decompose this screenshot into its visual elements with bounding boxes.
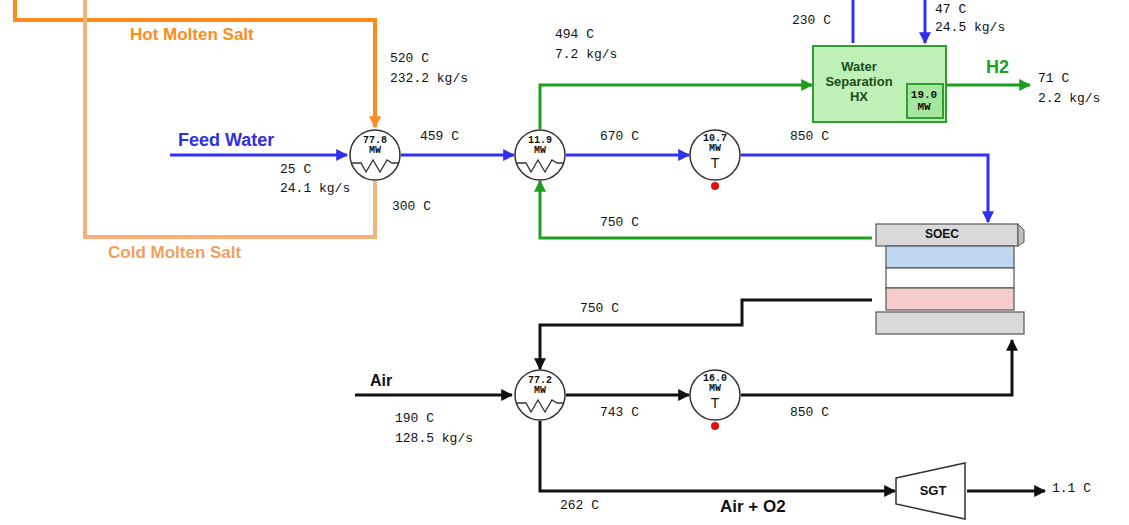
node-text: 10.7 MW xyxy=(700,134,730,154)
stack-layer xyxy=(886,246,1014,268)
exchanger-circle xyxy=(690,370,740,420)
stack-plate-side xyxy=(1018,224,1024,246)
stream-temperature: 750 C xyxy=(580,302,619,317)
stream-connector xyxy=(540,181,872,238)
stream-connector xyxy=(540,85,812,129)
stack-layer xyxy=(876,312,1024,334)
node-text: 77.2 MW xyxy=(525,376,555,396)
exchanger-zigzag xyxy=(516,400,564,412)
feed-water-line xyxy=(170,154,347,157)
stream-name: Air xyxy=(370,372,392,390)
stream-name: Cold Molten Salt xyxy=(108,243,241,263)
heat-exchanger: 77.2 MW xyxy=(514,369,566,421)
stream-name: Air + O2 xyxy=(720,497,786,517)
stream-value: 7.2 kg/s xyxy=(555,48,617,63)
stream-connector xyxy=(540,421,895,491)
stream-name: Feed Water xyxy=(178,130,274,151)
stream-value: 71 C xyxy=(1038,72,1069,87)
gas-turbine: SGT xyxy=(895,462,967,520)
heat-exchanger: 11.9 MW xyxy=(514,129,566,181)
node-text: 16.0 MW xyxy=(700,374,730,394)
stream-value: 25 C xyxy=(280,163,311,178)
stream-value: 24.5 kg/s xyxy=(935,21,1005,36)
stream-connector xyxy=(566,394,689,397)
exchanger-circle xyxy=(515,130,565,180)
node-text: 11.9 MW xyxy=(525,136,555,156)
node-text: Water Separation HX xyxy=(816,59,902,104)
soec-stack: SOEC xyxy=(872,222,1027,340)
turbine-outline xyxy=(896,463,965,519)
stream-name: Hot Molten Salt xyxy=(130,25,254,45)
box-outline xyxy=(813,46,946,122)
stream-value: 520 C xyxy=(390,52,429,67)
stream-temperature: 850 C xyxy=(790,406,829,421)
stream-connector xyxy=(540,300,872,369)
cold-salt-line xyxy=(85,0,375,237)
exhaust-line xyxy=(967,490,1045,493)
heat-exchanger: 77.8 MW xyxy=(349,129,401,181)
air-inlet-line xyxy=(355,394,512,397)
node-text: T xyxy=(689,156,741,170)
exchanger-circle xyxy=(350,130,400,180)
stream-temperature: 262 C xyxy=(560,499,599,514)
stream-value: 190 C xyxy=(395,412,434,427)
stream-value: 230 C xyxy=(792,14,831,29)
stream-temperature: 850 C xyxy=(790,130,829,145)
electric-heater: 16.0 MW T xyxy=(689,369,741,421)
heater-indicator-dot xyxy=(711,422,719,430)
electric-heater: 10.7 MW T xyxy=(689,129,741,181)
stack-layer xyxy=(886,268,1014,288)
exchanger-circle xyxy=(690,130,740,180)
stream-connector xyxy=(566,154,689,157)
box-outline xyxy=(907,84,943,118)
water-inlet-line xyxy=(924,0,927,43)
stream-connector xyxy=(741,340,1012,395)
node-text: 19.0 MW xyxy=(907,89,941,113)
stack-layer xyxy=(876,224,1018,246)
stack-layer xyxy=(886,288,1014,310)
duty-box: 19.0 MW xyxy=(906,83,944,119)
node-text: SGT xyxy=(905,483,961,498)
hydrogen-outlet-line xyxy=(947,84,1030,87)
exchanger-zigzag xyxy=(516,160,564,172)
stream-temperature: 743 C xyxy=(600,406,639,421)
heater-indicator-dot xyxy=(711,182,719,190)
water-separation-box: Water Separation HX19.0 MW xyxy=(812,45,947,123)
stream-value: 232.2 kg/s xyxy=(390,72,468,87)
stream-temperature: 459 C xyxy=(420,130,459,145)
exchanger-circle xyxy=(515,370,565,420)
stream-temperature: 670 C xyxy=(600,130,639,145)
stream-value: 1.1 C xyxy=(1052,482,1091,497)
stream-value: 2.2 kg/s xyxy=(1038,92,1100,107)
stream-value: 47 C xyxy=(935,3,966,18)
stream-name: H2 xyxy=(986,57,1009,78)
hot-salt-line xyxy=(15,0,375,127)
stream-value: 128.5 kg/s xyxy=(395,432,473,447)
stream-value: 24.1 kg/s xyxy=(280,182,350,197)
node-text: 77.8 MW xyxy=(360,136,390,156)
exchanger-zigzag xyxy=(351,160,399,172)
stream-value: 494 C xyxy=(555,28,594,43)
node-text: SOEC xyxy=(912,227,972,241)
water-inlet-line xyxy=(852,0,855,43)
stream-value: 300 C xyxy=(392,200,431,215)
stream-temperature: 750 C xyxy=(600,216,639,231)
stream-connector xyxy=(741,155,988,222)
stream-connector xyxy=(401,154,514,157)
node-text: T xyxy=(689,396,741,410)
